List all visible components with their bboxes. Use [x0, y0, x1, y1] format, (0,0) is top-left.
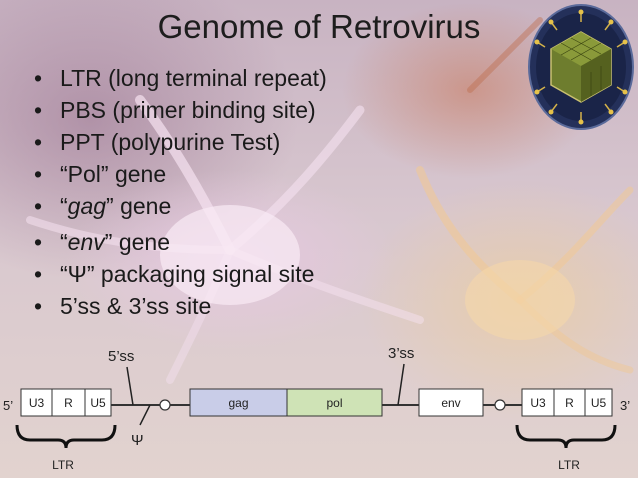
bullet-item: • “Pol” gene — [34, 158, 327, 190]
bullet-item: • “gag” gene — [34, 190, 327, 222]
bullet-text-italic: gag — [67, 193, 107, 219]
left-ltr-brace — [15, 424, 117, 449]
bullet-dot: • — [34, 161, 43, 187]
bullet-text: “Pol” gene — [60, 161, 167, 187]
bullet-text-post: ” gene — [106, 193, 172, 219]
bullet-list: • LTR (long terminal repeat) • PBS (primer… — [34, 62, 327, 322]
bullet-text-pre: “ — [60, 229, 68, 255]
three-prime-end-label: 3’ — [620, 398, 630, 413]
env-box — [418, 388, 484, 417]
bullet-item: • PPT (polypurine Test) — [34, 126, 327, 158]
bullet-text: LTR (long terminal repeat) — [60, 65, 327, 91]
three-ss-label: 3’ss — [388, 345, 414, 362]
env-label: env — [441, 396, 460, 410]
left-r-label: R — [64, 396, 73, 410]
five-ss-label: 5’ss — [108, 348, 134, 365]
bullet-dot: • — [34, 97, 43, 123]
left-r-box — [51, 388, 86, 417]
right-ltr: U3 R U5 — [521, 388, 613, 417]
pol-box — [286, 388, 383, 417]
left-u3-label: U3 — [29, 396, 45, 410]
bullet-item: • “Ψ” packaging signal site — [34, 258, 327, 290]
pol-label: pol — [326, 396, 342, 410]
left-u5-box — [84, 388, 112, 417]
bullet-item: • PBS (primer binding site) — [34, 94, 327, 126]
right-u5-box — [584, 388, 613, 417]
bullet-dot: • — [34, 193, 43, 219]
slide-title: Genome of Retrovirus — [157, 8, 481, 45]
right-u5-label: U5 — [591, 396, 607, 410]
bullet-item: • LTR (long terminal repeat) — [34, 62, 327, 94]
splice-site-3-circle — [494, 399, 506, 411]
right-r-label: R — [565, 396, 574, 410]
right-ltr-label: LTR — [558, 458, 580, 472]
right-ltr-brace — [515, 424, 617, 449]
three-ss-pointer — [397, 363, 405, 406]
five-prime-end-label: 5’ — [3, 398, 13, 413]
gag-label: gag — [228, 396, 248, 410]
bullet-text-pre: “ — [60, 193, 68, 219]
virion-image — [528, 4, 634, 130]
bullet-dot: • — [34, 65, 43, 91]
bullet-item: • “env” gene — [34, 226, 327, 258]
bullet-dot: • — [34, 261, 43, 287]
bullet-text: 5’ss & 3’ss site — [60, 293, 212, 319]
bullet-dot: • — [34, 129, 43, 155]
bullet-dot: • — [34, 229, 43, 255]
right-u3-label: U3 — [530, 396, 546, 410]
psi-label: Ψ — [131, 432, 144, 449]
bullet-text-italic: env — [67, 229, 105, 255]
bullet-text: PBS (primer binding site) — [60, 97, 316, 123]
left-u5-label: U5 — [90, 396, 106, 410]
splice-site-5-circle — [159, 399, 171, 411]
bullet-text-post: ” gene — [104, 229, 170, 255]
left-ltr: U3 R U5 — [20, 388, 112, 417]
psi-pointer — [139, 404, 151, 426]
five-ss-pointer — [126, 366, 134, 406]
bullet-item: • 5’ss & 3’ss site — [34, 290, 327, 322]
left-ltr-label: LTR — [52, 458, 74, 472]
left-u3-box — [20, 388, 53, 417]
bullet-text: “Ψ” packaging signal site — [60, 261, 315, 287]
bullet-text: PPT (polypurine Test) — [60, 129, 281, 155]
bullet-dot: • — [34, 293, 43, 319]
